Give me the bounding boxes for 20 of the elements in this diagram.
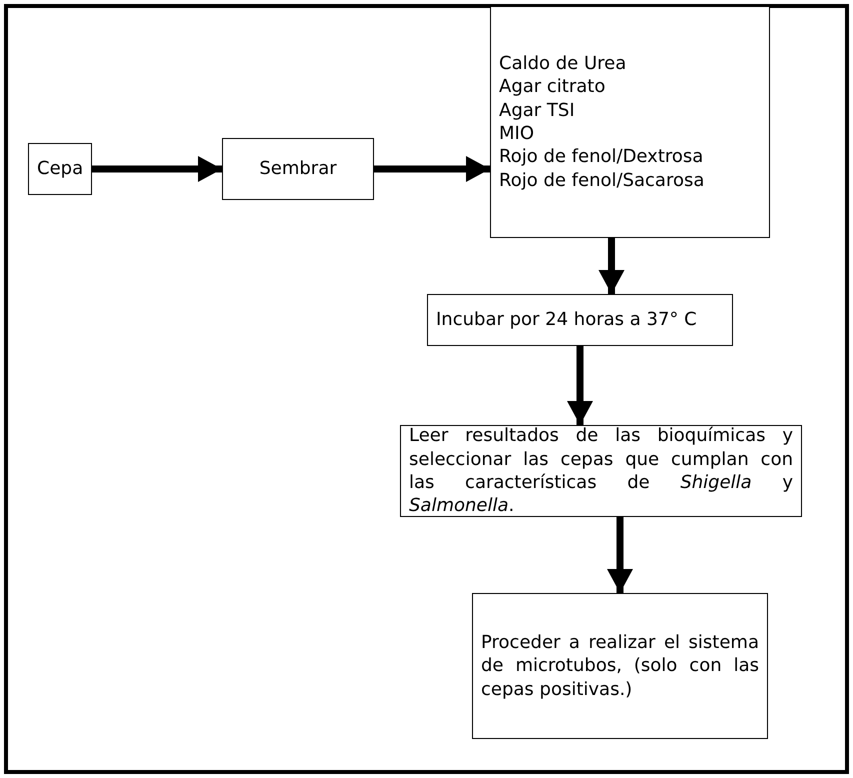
box-text: Proceder a realizar el sistema de microtubos, (solo con las cepas positivas.) [481, 630, 759, 702]
arrow [92, 156, 222, 182]
list-item: Agar citrato [499, 75, 606, 99]
box-text: Cepa [37, 157, 83, 181]
process-box [427, 294, 733, 346]
list-item: MIO [499, 122, 536, 146]
process-box [490, 6, 770, 238]
box-text: Leer resultados de las bioquímicas y seleccionar las cepas que cumplan con las características de Shigella y Salmonella. [409, 424, 793, 518]
arrow [607, 517, 633, 593]
arrow [374, 156, 490, 182]
process-box [472, 593, 768, 739]
process-box [222, 138, 374, 200]
list-item: Caldo de Urea [499, 52, 628, 76]
process-box [28, 143, 92, 195]
list-item: Rojo de fenol/Sacarosa [499, 168, 706, 192]
box-text: Incubar por 24 horas a 37° C [436, 308, 698, 332]
box-text: Sembrar [258, 157, 338, 181]
arrow [598, 238, 624, 294]
list-item: Rojo de fenol/Dextrosa [499, 145, 704, 169]
list-item: Agar TSI [499, 98, 576, 122]
